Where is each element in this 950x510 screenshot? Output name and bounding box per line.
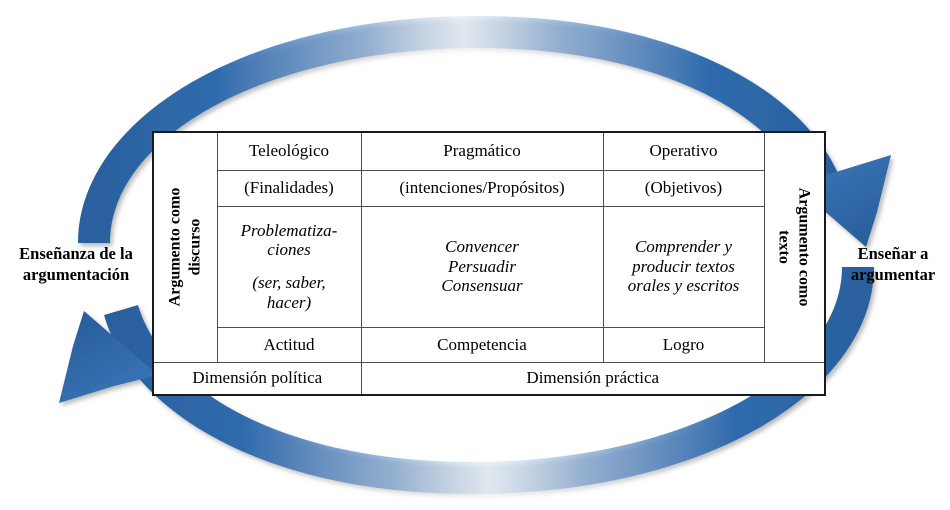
side-label-right-text: Argumento como texto <box>775 188 814 307</box>
table-row-dimensions: Dimensión política Dimensión práctica <box>152 361 826 396</box>
subheader-objetivos: (Objetivos) <box>602 169 765 207</box>
side-label-left-line-1: Argumento como <box>166 187 184 307</box>
caption-right-line-1: Enseñar a <box>857 244 929 263</box>
caption-enseñanza-de-la-argumentacion: Enseñanza de la argumentación <box>2 243 150 286</box>
argumentation-matrix-table: Argumento como discurso Teleológico Prag… <box>152 131 826 396</box>
side-label-right-line-2: texto <box>776 230 794 265</box>
table-row-outcomes: Actitud Competencia Logro <box>153 326 825 363</box>
caption-left-line-1: Enseñanza de la <box>19 244 133 263</box>
cell-convencer-persuadir-consensuar: Convencer Persuadir Consensuar <box>360 205 604 328</box>
cell-competencia: Competencia <box>360 326 604 363</box>
table-row-headers: Argumento como discurso Teleológico Prag… <box>152 131 826 363</box>
cell-col1-line-2: ciones <box>267 240 311 260</box>
cell-col3-line-2: producir textos <box>632 256 735 276</box>
side-label-argumento-como-texto: Argumento como texto <box>763 131 826 363</box>
table-row-subheaders: (Finalidades) (intenciones/Propósitos) (… <box>153 169 825 207</box>
cell-logro: Logro <box>602 326 765 363</box>
side-label-left-line-2: discurso <box>186 218 204 276</box>
caption-right-line-2: argumentar <box>850 265 936 285</box>
caption-left-line-2: argumentación <box>22 265 130 285</box>
cell-col3-line-3: orales y escritos <box>627 276 740 296</box>
side-label-argumento-como-discurso: Argumento como discurso <box>152 131 218 363</box>
cell-col1-line-1: Problematiza- <box>240 220 338 240</box>
caption-enseñar-a-argumentar: Enseñar a argumentar <box>836 243 950 286</box>
table-row-body: Problematiza- ciones (ser, saber, hacer)… <box>153 205 825 328</box>
cell-problematizaciones: Problematiza- ciones (ser, saber, hacer) <box>216 205 362 328</box>
cell-dimension-practica: Dimensión práctica <box>360 361 826 396</box>
cell-dimension-politica: Dimensión política <box>152 361 362 396</box>
cell-col1-spacer <box>222 260 357 273</box>
cell-col2-line-1: Convencer <box>445 236 519 256</box>
subheader-intenciones-propositos: (intenciones/Propósitos) <box>360 169 604 207</box>
header-pragmatico: Pragmático <box>360 131 604 171</box>
subheader-finalidades: (Finalidades) <box>216 169 362 207</box>
cell-col2-line-3: Consensuar <box>441 276 523 296</box>
bottom-arrow <box>59 267 874 494</box>
cell-col1-line-4: hacer) <box>266 292 312 312</box>
cell-col1-line-3: (ser, saber, <box>252 273 326 292</box>
cell-comprender-producir-textos: Comprender y producir textos orales y es… <box>602 205 765 328</box>
header-operativo: Operativo <box>602 131 765 171</box>
header-teleologico: Teleológico <box>216 131 362 171</box>
cell-col2-line-2: Persuadir <box>448 256 516 276</box>
side-label-right-line-1: Argumento como <box>795 187 813 307</box>
cell-actitud: Actitud <box>216 326 362 363</box>
side-label-left-text: Argumento como discurso <box>166 188 205 307</box>
cell-col3-line-1: Comprender y <box>634 236 733 256</box>
